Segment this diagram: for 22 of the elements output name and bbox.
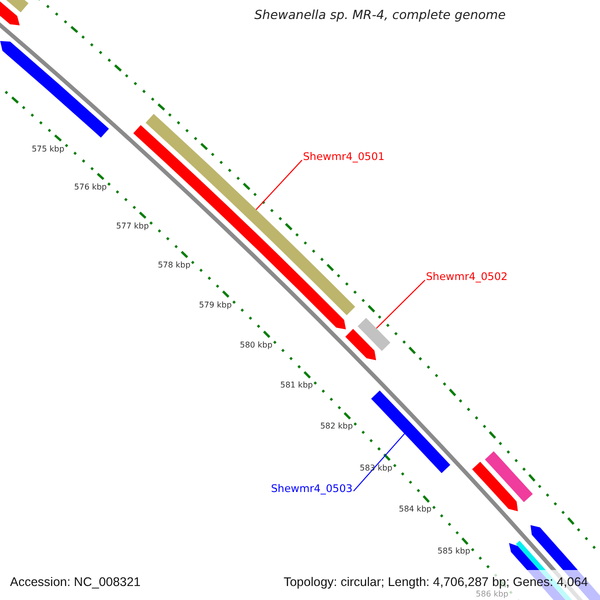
leader-line [256,160,302,210]
scale-label: 575 kbp [32,144,64,154]
accession-text: Accession: NC_008321 [10,575,141,590]
title: Shewanella sp. MR-4, complete genome [254,8,506,22]
scale-label: 578 kbp [158,260,190,270]
gene-bar [358,318,390,351]
leader-line [376,280,426,329]
scale-label: 576 kbp [74,182,107,192]
scale-label: 581 kbp [280,380,313,390]
scale-label: 584 kbp [398,504,432,514]
gene-label: Shewmr4_0502 [426,271,508,284]
gene-label: Shewmr4_0501 [303,151,385,164]
scale-label: 585 kbp [438,546,470,556]
genome-info-text: Topology: circular; Length: 4,706,287 bp; Genes: 4,064 [284,575,588,590]
leader-line [353,433,405,492]
scale-label: 579 kbp [199,300,232,310]
scale-label: 582 kbp [320,422,353,431]
gene-label: Shewmr4_0503 [271,483,353,496]
scale-label: 583 kbp [360,462,392,472]
scale-label: 577 kbp [116,222,149,231]
scale-label: 580 kbp [240,340,272,350]
scale-label: 586 kbp [476,589,508,598]
